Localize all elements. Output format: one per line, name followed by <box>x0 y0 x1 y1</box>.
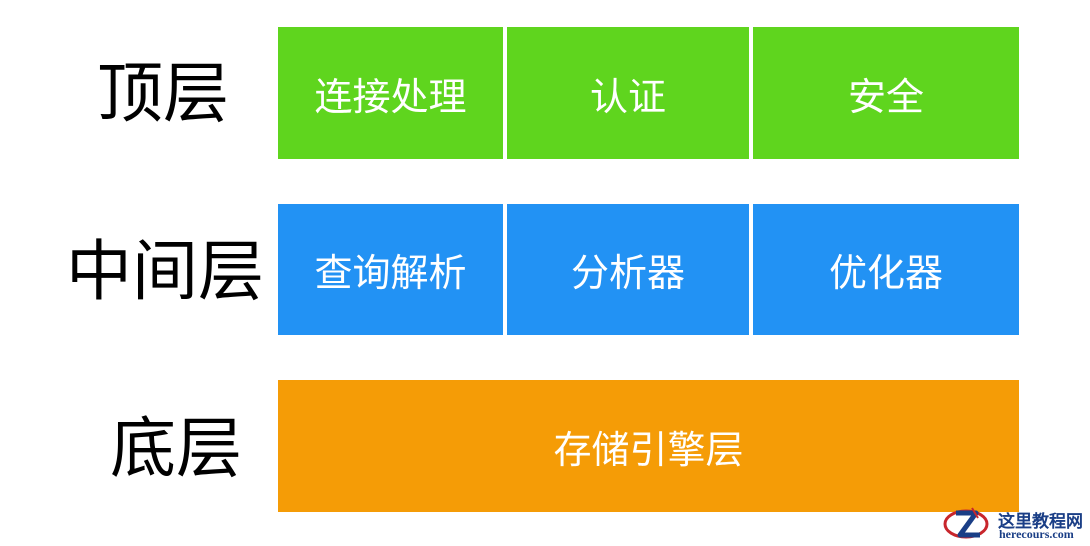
layer-label-bottom: 底层 <box>110 410 242 487</box>
box-security: 安全 <box>753 27 1019 159</box>
layer-label-top: 顶层 <box>97 55 229 132</box>
layer-label-middle: 中间层 <box>66 233 264 310</box>
watermark-title: 这里教程网 <box>998 512 1083 532</box>
box-query-parsing: 查询解析 <box>278 204 503 335</box>
box-storage-engine: 存储引擎层 <box>278 380 1019 512</box>
box-authentication: 认证 <box>507 27 749 159</box>
watermark-subtitle: herecours.com <box>999 527 1074 541</box>
box-optimizer: 优化器 <box>753 204 1019 335</box>
box-analyzer: 分析器 <box>507 204 749 335</box>
box-connection-handling: 连接处理 <box>278 27 503 159</box>
site-watermark: 这里教程网 herecours.com <box>942 504 1088 544</box>
z-logo-icon <box>943 507 989 539</box>
